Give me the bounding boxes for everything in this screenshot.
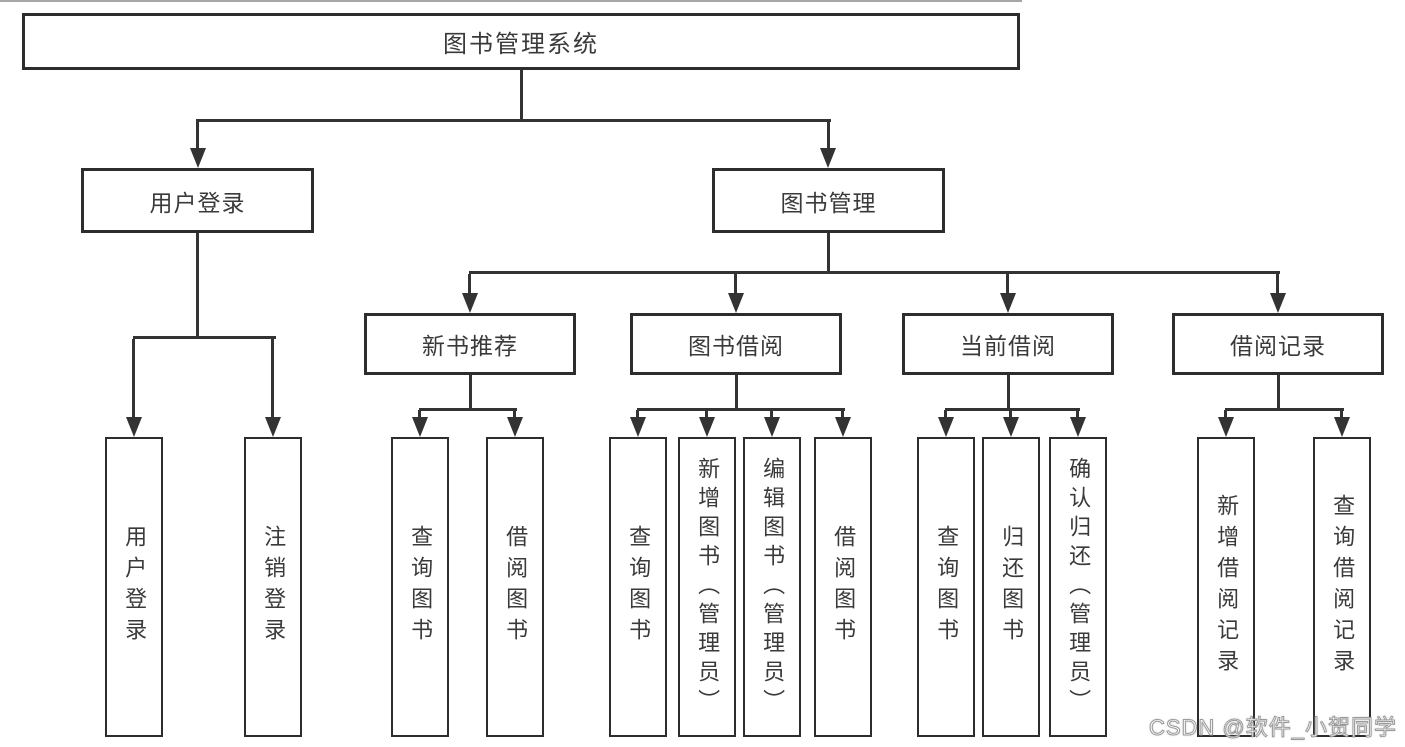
connector-drop — [1076, 410, 1079, 420]
node-new-book-recommend-label: 新书推荐 — [422, 333, 518, 359]
leaf-add-book-admin: 新增图书（管理员） — [678, 437, 736, 737]
leaf-user-login: 用户登录 — [105, 437, 163, 737]
leaf-query-books-3-label: 查询图书 — [934, 525, 960, 649]
connector-new-rec-stem — [469, 375, 472, 411]
leaf-query-borrow-record: 查询借阅记录 — [1313, 437, 1371, 737]
leaf-borrow-books-1: 借阅图书 — [486, 437, 544, 737]
leaf-logout-login-label: 注销登录 — [261, 525, 287, 649]
connector-drop — [705, 410, 708, 420]
connector-user-login-stem — [196, 233, 199, 338]
leaf-confirm-return-admin: 确认归还（管理员） — [1049, 437, 1107, 737]
node-current-borrow: 当前借阅 — [902, 313, 1114, 375]
connector-book-borrow-stem — [735, 375, 738, 411]
arrow-to-leaf-return-books — [1003, 417, 1019, 437]
top-edge-line — [0, 0, 1022, 2]
arrow-to-book-borrow — [728, 293, 744, 313]
connector-user-login-hline — [133, 336, 276, 339]
arrow-to-leaf-add-record — [1218, 417, 1234, 437]
leaf-add-borrow-record-label: 新增借阅记录 — [1214, 494, 1240, 680]
connector-current-borrow-stem — [1007, 375, 1010, 411]
node-root: 图书管理系统 — [22, 13, 1020, 70]
connector-book-mgmt-drop — [827, 121, 830, 151]
connector-book-borrow-hline — [637, 408, 845, 411]
node-borrow-records: 借阅记录 — [1172, 313, 1384, 375]
leaf-user-login-label: 用户登录 — [122, 525, 148, 649]
connector-drop — [770, 410, 773, 420]
connector-leaf-login-drop — [132, 339, 135, 419]
connector-borrow-records-stem — [1277, 375, 1280, 411]
arrow-to-new-book-recommend — [462, 293, 478, 313]
leaf-edit-book-admin: 编辑图书（管理员） — [743, 437, 801, 737]
connector-user-login-drop — [196, 121, 199, 151]
arrow-to-leaf-add-book — [699, 417, 715, 437]
node-new-book-recommend: 新书推荐 — [364, 313, 576, 375]
leaf-query-books-2: 查询图书 — [609, 437, 667, 737]
connector-current-borrow-hline — [945, 408, 1080, 411]
leaf-confirm-return-admin-label: 确认归还（管理员） — [1066, 456, 1092, 718]
leaf-query-borrow-record-label: 查询借阅记录 — [1330, 494, 1356, 680]
leaf-return-books-label: 归还图书 — [999, 525, 1025, 649]
connector-leaf-logout-drop — [271, 339, 274, 419]
connector-drop — [513, 410, 516, 420]
arrow-to-leaf-confirm-return — [1070, 417, 1086, 437]
arrow-to-borrow-records — [1270, 293, 1286, 313]
connector-drop — [1340, 410, 1343, 420]
connector-new-rec-drop — [468, 274, 471, 296]
leaf-query-books-1-label: 查询图书 — [408, 525, 434, 649]
arrow-to-book-management — [820, 148, 836, 168]
arrow-to-leaf-query-record — [1334, 417, 1350, 437]
leaf-edit-book-admin-label: 编辑图书（管理员） — [760, 456, 786, 718]
leaf-add-book-admin-label: 新增图书（管理员） — [695, 456, 721, 718]
arrow-to-leaf-query-books-3 — [938, 417, 954, 437]
connector-new-rec-hline — [419, 408, 517, 411]
connector-book-mgmt-hline — [469, 271, 1280, 274]
connector-drop — [1224, 410, 1227, 420]
leaf-borrow-books-2-label: 借阅图书 — [831, 525, 857, 649]
arrow-to-leaf-borrow-books-1 — [507, 417, 523, 437]
leaf-query-books-2-label: 查询图书 — [626, 525, 652, 649]
node-book-management: 图书管理 — [712, 168, 945, 233]
connector-drop — [841, 410, 844, 420]
csdn-watermark: CSDN @软件_小贺同学 — [1148, 715, 1397, 741]
connector-root-hline — [196, 119, 831, 122]
connector-drop — [944, 410, 947, 420]
arrow-to-leaf-query-books-1 — [412, 417, 428, 437]
node-book-management-label: 图书管理 — [780, 189, 877, 216]
leaf-query-books-1: 查询图书 — [391, 437, 449, 737]
leaf-borrow-books-1-label: 借阅图书 — [503, 525, 529, 649]
leaf-add-borrow-record: 新增借阅记录 — [1197, 437, 1255, 737]
leaf-return-books: 归还图书 — [982, 437, 1040, 737]
node-user-login-label: 用户登录 — [149, 189, 246, 216]
arrow-to-leaf-edit-book — [764, 417, 780, 437]
node-root-label: 图书管理系统 — [443, 31, 599, 58]
leaf-logout-login: 注销登录 — [244, 437, 302, 737]
connector-current-borrow-drop — [1006, 274, 1009, 296]
arrow-to-leaf-borrow-books-2 — [835, 417, 851, 437]
node-book-borrow: 图书借阅 — [630, 313, 842, 375]
leaf-query-books-3: 查询图书 — [917, 437, 975, 737]
arrow-to-user-login — [190, 148, 206, 168]
leaf-borrow-books-2: 借阅图书 — [814, 437, 872, 737]
connector-drop — [418, 410, 421, 420]
connector-root-stem — [520, 70, 523, 120]
connector-book-borrow-drop — [734, 274, 737, 296]
connector-borrow-records-hline — [1225, 408, 1344, 411]
arrow-to-leaf-login — [126, 417, 142, 437]
connector-drop — [636, 410, 639, 420]
arrow-to-leaf-query-books-2 — [630, 417, 646, 437]
arrow-to-leaf-logout — [265, 417, 281, 437]
node-borrow-records-label: 借阅记录 — [1230, 333, 1326, 359]
node-current-borrow-label: 当前借阅 — [960, 333, 1056, 359]
node-user-login: 用户登录 — [81, 168, 314, 233]
arrow-to-current-borrow — [1000, 293, 1016, 313]
node-book-borrow-label: 图书借阅 — [688, 333, 784, 359]
connector-drop — [1009, 410, 1012, 420]
connector-borrow-records-drop — [1276, 274, 1279, 296]
connector-book-mgmt-stem — [827, 233, 830, 273]
